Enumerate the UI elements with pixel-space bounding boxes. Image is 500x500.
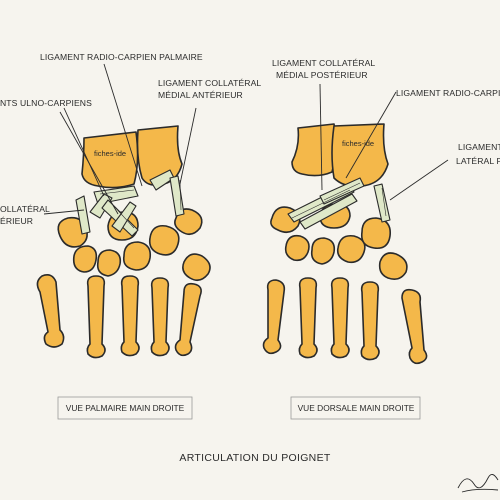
- signature: [457, 474, 499, 493]
- metacarpals-left: [36, 274, 202, 359]
- caption-dorsale: VUE DORSALE MAIN DROITE: [298, 403, 415, 413]
- bone-label-left: fiches-ide: [94, 149, 126, 158]
- label-collateral-cut-line2: ÉRIEUR: [0, 216, 33, 226]
- label-collateral-lateral-line2: LATÉRAL P: [456, 156, 500, 166]
- bone-label-right: fiches-ide: [342, 139, 374, 148]
- metacarpals-right: [262, 277, 428, 365]
- label-collateral-cut-line1: OLLATÉRAL: [0, 204, 50, 214]
- label-radio-carpien: LIGAMENT RADIO-CARPIEN: [396, 88, 500, 98]
- caption-palmaire: VUE PALMAIRE MAIN DROITE: [66, 403, 185, 413]
- label-collateral-medial-anterieur-line1: LIGAMENT COLLATÉRAL: [158, 78, 261, 88]
- label-collateral-medial-posterieur-line1: LIGAMENT COLLATÉRAL: [272, 58, 375, 68]
- ligaments-left: [75, 169, 185, 237]
- label-collateral-medial-anterieur-line2: MÉDIAL ANTÉRIEUR: [158, 90, 243, 100]
- leaders-left: [43, 63, 197, 215]
- caption-box-left: [57, 396, 193, 420]
- label-ulno-carpiens: NTS ULNO-CARPIENS: [0, 98, 92, 108]
- forearm-bones-right: [291, 123, 389, 188]
- leaders-right: [319, 83, 449, 201]
- caption-box-right: [290, 396, 421, 420]
- label-collateral-medial-posterieur-line2: MÉDIAL POSTÉRIEUR: [276, 70, 368, 80]
- carpals-right: [270, 203, 408, 280]
- ligaments-right: [287, 177, 391, 230]
- label-radio-carpien-palmaire: LIGAMENT RADIO-CARPIEN PALMAIRE: [40, 52, 203, 62]
- palmar-view: fiches-ide LIGAMENT RADIO-CARPIEN PALMAI…: [0, 52, 261, 420]
- label-collateral-lateral-line1: LIGAMENT: [458, 142, 500, 152]
- page-title: ARTICULATION DU POIGNET: [179, 452, 330, 464]
- dorsal-view: fiches-ide LIGAMENT COLLATÉRAL MÉDIAL PO…: [262, 58, 500, 420]
